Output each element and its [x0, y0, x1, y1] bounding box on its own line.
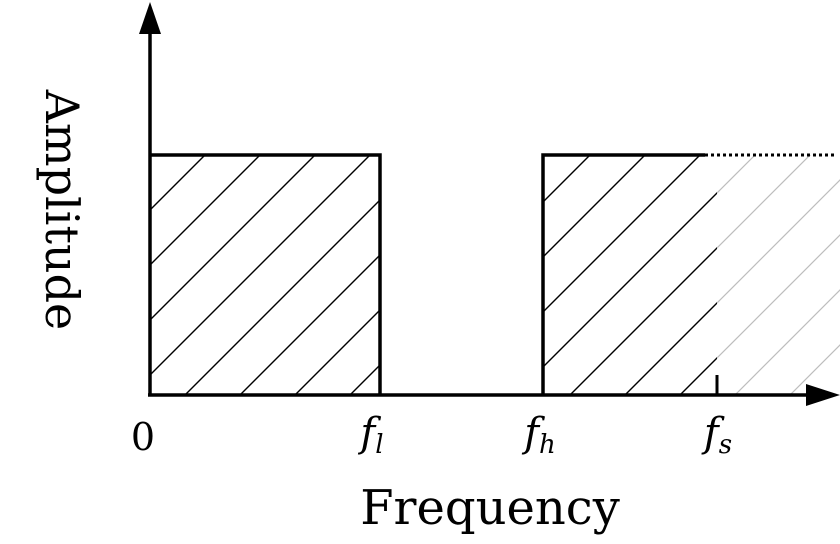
tick-label-fl-sub: l	[375, 430, 383, 460]
low-band-outline	[150, 153, 382, 395]
tick-label-fh: fh	[521, 410, 556, 460]
x-axis-label: Frequency	[360, 480, 620, 536]
low-band-hatch	[150, 155, 380, 395]
tick-label-zero: 0	[131, 415, 155, 459]
tick-label-fh-sub: h	[539, 430, 556, 460]
high-band-hatch	[543, 155, 717, 395]
tick-label-fs-sub: s	[719, 430, 732, 460]
tick-label-fs: fs	[701, 410, 732, 460]
high-band-outline	[541, 153, 705, 395]
tick-label-fl: fl	[357, 410, 383, 460]
y-axis-arrow-icon	[139, 2, 161, 34]
y-axis-label: Amplitude	[35, 89, 89, 331]
high-band-hatch-extension	[717, 155, 840, 395]
x-axis-arrow-icon	[806, 384, 840, 406]
